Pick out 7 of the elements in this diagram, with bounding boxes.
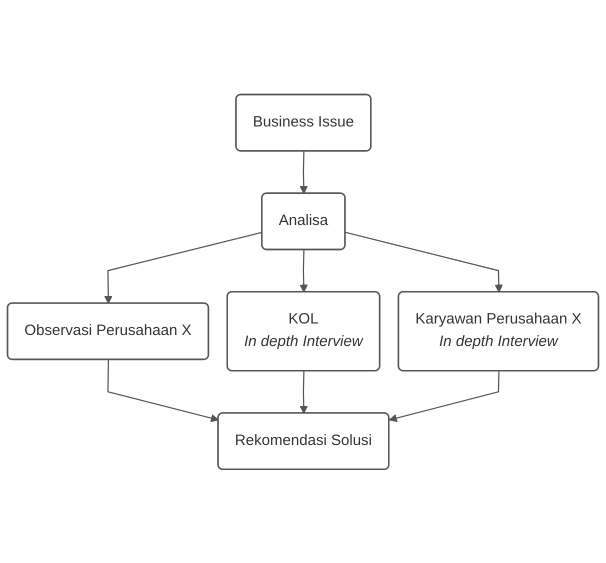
arrow bbox=[107, 359, 219, 422]
arrow bbox=[300, 370, 308, 414]
arrow bbox=[300, 250, 308, 292]
arrow bbox=[104, 231, 262, 304]
arrow bbox=[345, 231, 503, 292]
arrow bbox=[388, 370, 500, 422]
arrow bbox=[300, 150, 308, 194]
